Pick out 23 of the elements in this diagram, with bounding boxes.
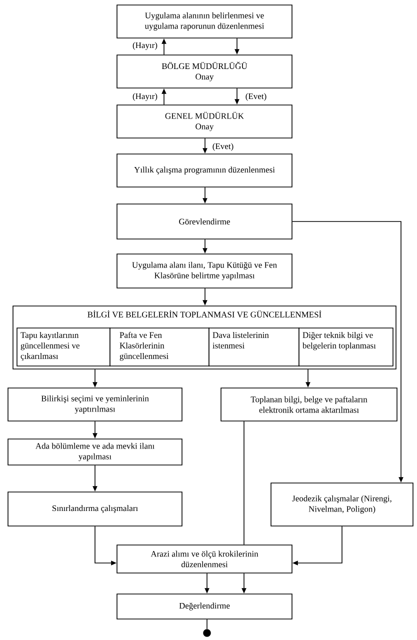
process-box: GENEL MÜDÜRLÜK Onay xyxy=(116,104,292,138)
edge-label: (Evet) xyxy=(211,142,235,152)
process-box: Jeodezik çalışmalar (Nirengi, Nivelman, Poligon) xyxy=(270,482,414,526)
task-cell: Tapu kayıtlarının güncellenmesi ve çıkarılması xyxy=(16,328,110,366)
end-dot xyxy=(203,629,211,637)
process-box: Yıllık çalışma programının düzenlenmesi xyxy=(116,154,292,188)
task-cell: Pafta ve Fen Klasörlerinin güncellenmesi xyxy=(110,328,210,366)
process-box: Uygulama alanının belirlenmesi ve uygulama raporunun düzenlenmesi xyxy=(116,4,292,38)
process-box: Ada bölümleme ve ada mevki ilanı yapılması xyxy=(8,438,182,466)
edge-label: (Evet) xyxy=(244,92,268,102)
process-box: Görevlendirme xyxy=(116,204,292,240)
task-cell: Diğer teknik bilgi ve belgelerin toplanması xyxy=(298,328,394,366)
process-box: Bilirkişi seçimi ve yeminlerinin yaptırılması xyxy=(8,388,182,422)
edge-label: (Hayır) xyxy=(132,92,158,102)
edge-label: (Hayır) xyxy=(132,41,158,51)
task-cell: Dava listelerinin istenmesi xyxy=(208,328,300,366)
process-box: Değerlendirme xyxy=(116,594,292,620)
process-box: Sınırlandırma çalışmaları xyxy=(8,492,182,526)
process-box: Arazi alımı ve ölçü krokilerinin düzenlenmesi xyxy=(116,544,292,574)
connector-line xyxy=(206,619,208,630)
process-box: Toplanan bilgi, belge ve paftaların elektronik ortama aktarılması xyxy=(220,388,398,422)
process-box: Uygulama alanı ilanı, Tapu Kütüğü ve Fen Klasörüne belirtme yapılması xyxy=(116,254,292,288)
process-box: BÖLGE MÜDÜRLÜĞÜ Onay xyxy=(116,54,292,88)
